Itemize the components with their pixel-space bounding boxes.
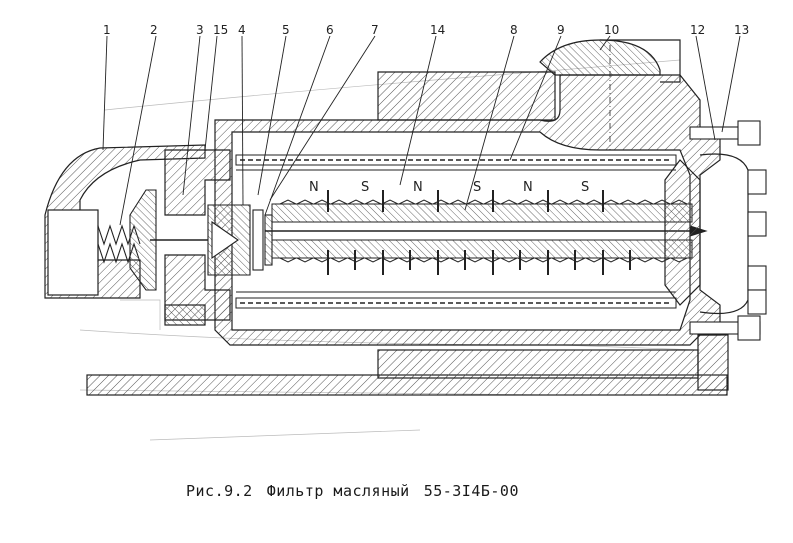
magnet-tooth <box>449 199 467 263</box>
pole-label: S <box>361 180 370 195</box>
figure-caption: Рис.9.2 Фильтр масляный 55-3I4Б-00 <box>186 482 533 500</box>
callout-3: 3 <box>196 23 204 37</box>
pole-label: N <box>309 180 319 195</box>
callout-5: 5 <box>282 23 290 37</box>
magnet-tooth <box>636 199 654 263</box>
callout-12: 12 <box>690 23 706 37</box>
callout-8: 8 <box>510 23 518 37</box>
magnet-tooth <box>619 199 637 263</box>
pole-label: S <box>581 180 590 195</box>
magnet-pins <box>327 190 631 275</box>
magnet-tooth <box>466 199 484 263</box>
caption-title: Фильтр масляный <box>266 482 410 500</box>
magnet-tooth <box>568 199 586 263</box>
bolts <box>689 120 767 341</box>
pole-label: N <box>413 180 423 195</box>
base-block <box>86 334 729 396</box>
magnet-tooth <box>415 199 433 263</box>
callout-13: 13 <box>734 23 750 37</box>
spring-assembly <box>97 189 208 291</box>
left-cover <box>44 144 231 326</box>
callout-6: 6 <box>326 23 334 37</box>
leader-lines <box>102 35 741 226</box>
callout-14: 14 <box>430 23 446 37</box>
magnet-tooth <box>381 199 399 263</box>
callout-7: 7 <box>371 23 379 37</box>
magnet-tooth <box>330 199 348 263</box>
filter-mesh <box>235 154 677 309</box>
magnet-tooth <box>398 199 416 263</box>
pole-label: S <box>473 180 482 195</box>
callout-4: 4 <box>238 23 246 37</box>
magnet-tooth <box>364 199 382 263</box>
callout-10: 10 <box>604 23 620 37</box>
callout-15: 15 <box>213 23 229 37</box>
caption-part-no: 55-3I4Б-00 <box>423 482 519 500</box>
right-cover <box>664 153 749 315</box>
pole-label: N <box>523 180 533 195</box>
callout-1: 1 <box>103 23 111 37</box>
magnet-tooth <box>602 199 620 263</box>
magnet-tooth <box>296 199 314 263</box>
callout-9: 9 <box>557 23 565 37</box>
magnet-tooth <box>585 199 603 263</box>
magnet-tooth <box>500 199 518 263</box>
magnet-tooth <box>432 199 450 263</box>
callout-2: 2 <box>150 23 158 37</box>
magnet-tooth <box>551 199 569 263</box>
caption-fig-ref: Рис.9.2 <box>186 482 253 500</box>
magnet-tooth <box>279 199 297 263</box>
magnet-rod <box>265 203 708 259</box>
bypass-valve <box>207 204 273 276</box>
